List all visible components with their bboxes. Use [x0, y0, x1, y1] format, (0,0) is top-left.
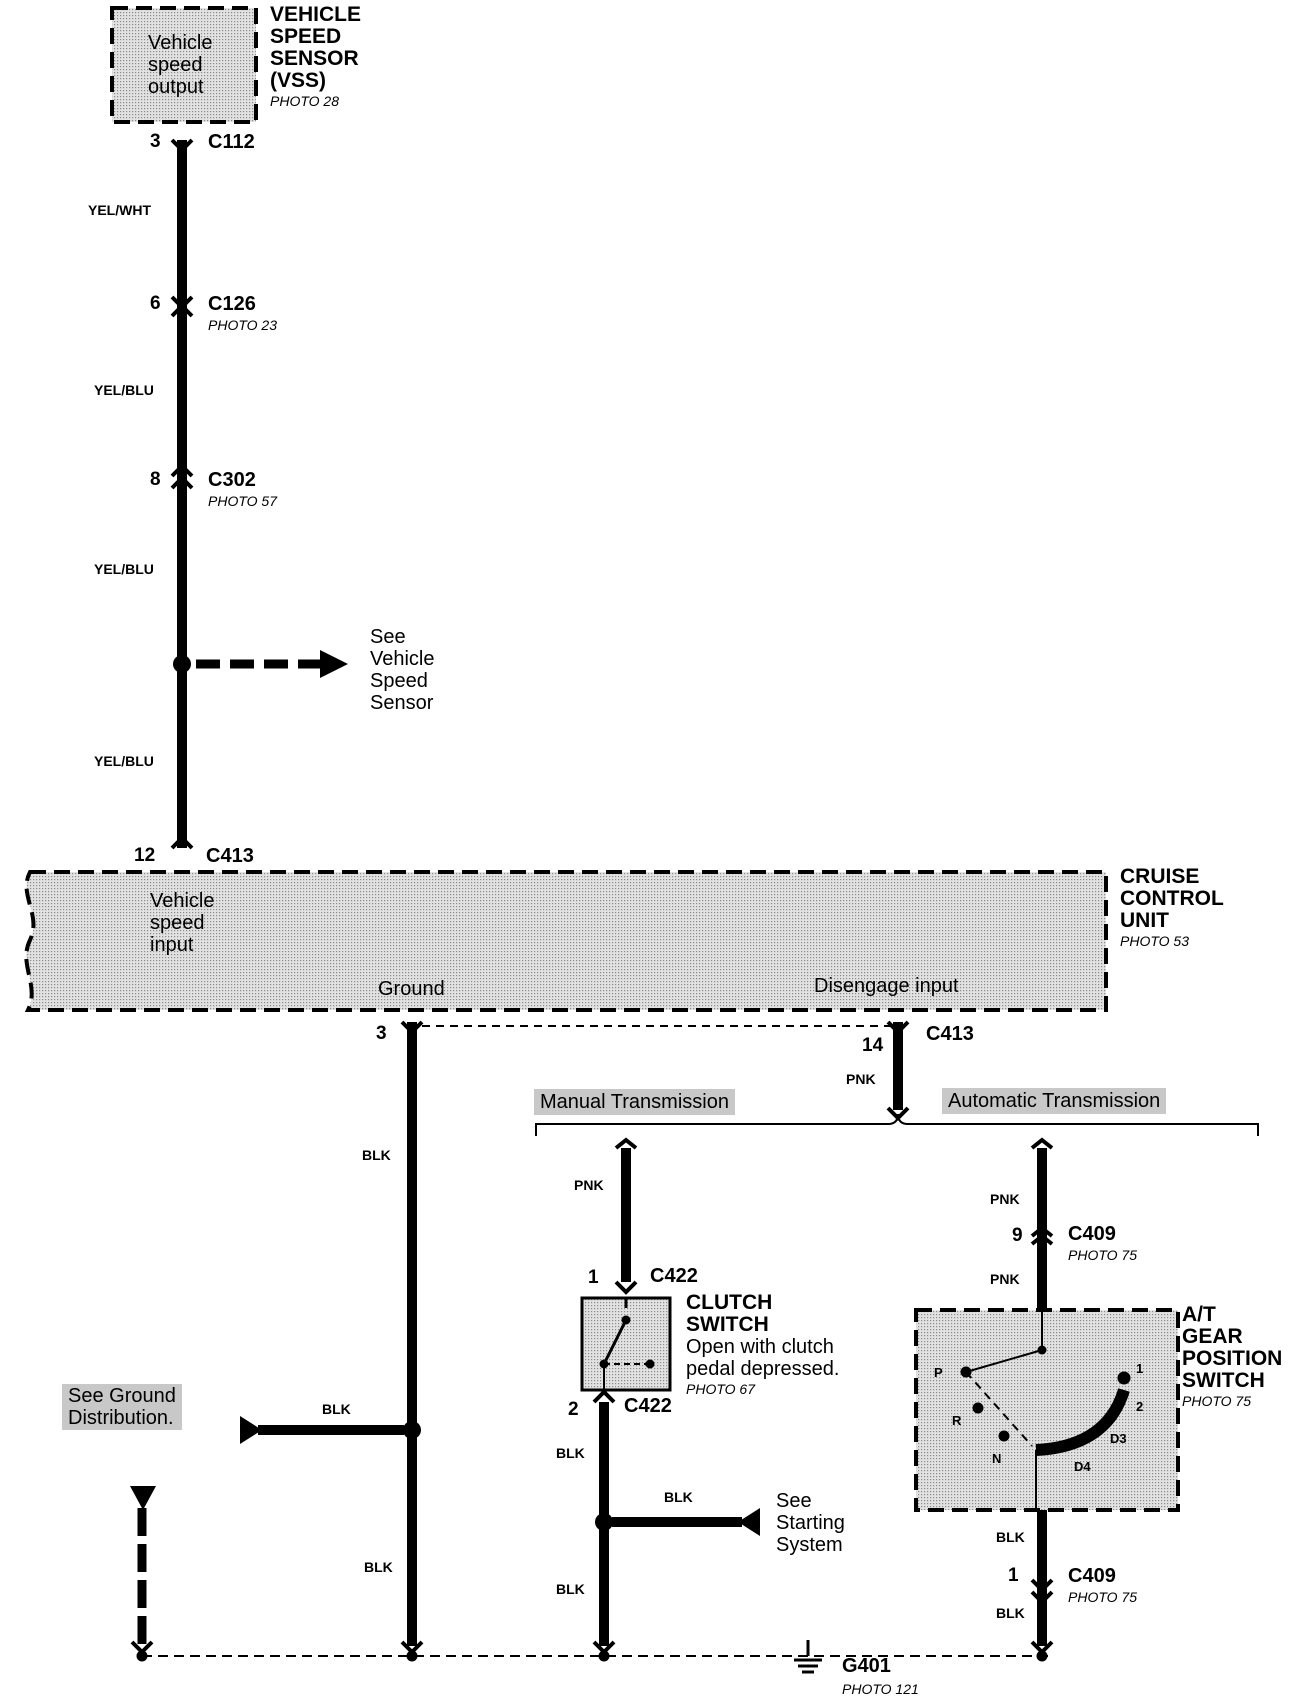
vss-box — [110, 6, 258, 124]
ground-pin: 3 — [376, 1023, 387, 1044]
c409-bottom-label: C409 — [1068, 1565, 1116, 1587]
g401-photo-ref: PHOTO 121 — [842, 1681, 919, 1697]
clutch-switch-box — [580, 1296, 672, 1392]
see-starting-system: See Starting System — [776, 1490, 845, 1556]
c422-top-pin: 1 — [588, 1267, 599, 1288]
at-position-d4: D4 — [1074, 1459, 1091, 1474]
c126-label: C126 — [208, 293, 256, 315]
wire-yel-blu-1: YEL/BLU — [94, 382, 154, 398]
clutch-switch-title: CLUTCH SWITCH — [686, 1291, 773, 1336]
wire-blk-ground-3: BLK — [364, 1559, 393, 1575]
c422-top-label: C422 — [650, 1265, 698, 1287]
wire-yel-blu-3: YEL/BLU — [94, 753, 154, 769]
c413-bottom-pin: 14 — [862, 1035, 884, 1056]
c409-top-photo-ref: PHOTO 75 — [1068, 1247, 1137, 1263]
see-ground-arrowhead — [240, 1416, 262, 1444]
at-position-r: R — [952, 1413, 962, 1428]
wire-blk-at-2: BLK — [996, 1605, 1025, 1621]
at-position-1: 1 — [1136, 1361, 1144, 1376]
wire-blk-ground-2: BLK — [322, 1401, 351, 1417]
automatic-transmission-label: Automatic Transmission — [942, 1088, 1167, 1114]
c422-bottom-pin: 2 — [568, 1399, 579, 1420]
cruise-control-box — [24, 870, 1108, 1012]
c302-label: C302 — [208, 469, 256, 491]
wire-yel-blu-2: YEL/BLU — [94, 561, 154, 577]
see-ground-distribution: See Ground Distribution. — [62, 1384, 182, 1430]
vss-splice — [173, 655, 191, 673]
cruise-ground-label: Ground — [378, 978, 445, 1000]
see-vss-reference: See Vehicle Speed Sensor — [370, 626, 435, 714]
at-switch-box — [914, 1308, 1180, 1512]
clutch-switch-symbol — [599, 1298, 655, 1390]
c413-bottom-label: C413 — [926, 1023, 974, 1045]
wire-yel-wht: YEL/WHT — [88, 202, 151, 218]
c409-top-pin: 9 — [1012, 1225, 1023, 1246]
vss-title: VEHICLE SPEED SENSOR (VSS) — [270, 3, 362, 92]
ground-symbol — [794, 1640, 822, 1674]
vss-photo-ref: PHOTO 28 — [270, 93, 339, 109]
wire-blk-ground-1: BLK — [362, 1147, 391, 1163]
see-vss-arrowhead — [320, 650, 348, 678]
c302-photo-ref: PHOTO 57 — [208, 493, 277, 509]
at-switch-symbol — [960, 1310, 1131, 1510]
wire-blk-at-1: BLK — [996, 1529, 1025, 1545]
at-position-p: P — [934, 1365, 943, 1380]
c126-photo-ref: PHOTO 23 — [208, 317, 277, 333]
wire-pnk-manual: PNK — [574, 1177, 604, 1193]
c413-top-pin: 12 — [134, 845, 156, 866]
clutch-splice — [595, 1513, 613, 1531]
at-position-d3: D3 — [1110, 1431, 1127, 1446]
vss-signal-wire — [170, 138, 194, 850]
see-starting-arrowhead — [738, 1508, 760, 1536]
wire-blk-clutch-1: BLK — [556, 1445, 585, 1461]
clutch-photo-ref: PHOTO 67 — [686, 1381, 755, 1397]
c112-label: C112 — [208, 131, 255, 153]
wire-pnk-auto-1: PNK — [990, 1191, 1020, 1207]
c126-pin: 6 — [150, 293, 161, 314]
manual-transmission-label: Manual Transmission — [534, 1089, 735, 1115]
c409-bottom-photo-ref: PHOTO 75 — [1068, 1589, 1137, 1605]
c112-pin: 3 — [150, 131, 161, 152]
vss-output-label: Vehicle speed output — [148, 32, 213, 98]
at-position-n: N — [992, 1451, 1002, 1466]
ground-splice — [403, 1421, 421, 1439]
g401-label: G401 — [842, 1655, 891, 1677]
cruise-disengage-label: Disengage input — [814, 975, 959, 997]
cruise-photo-ref: PHOTO 53 — [1120, 933, 1189, 949]
ground-tie-points — [130, 1640, 1054, 1662]
wire-blk-clutch-2: BLK — [556, 1581, 585, 1597]
at-position-2: 2 — [1136, 1399, 1144, 1414]
c422-bottom-label: C422 — [624, 1395, 672, 1417]
wire-pnk-auto-2: PNK — [990, 1271, 1020, 1287]
at-switch-photo-ref: PHOTO 75 — [1182, 1393, 1251, 1409]
clutch-switch-desc: Open with clutch pedal depressed. — [686, 1336, 840, 1380]
transmission-bracket — [535, 1113, 1259, 1136]
at-switch-title: A/T GEAR POSITION SWITCH — [1182, 1303, 1283, 1392]
wire-pnk-disengage: PNK — [846, 1071, 876, 1087]
c409-top-label: C409 — [1068, 1223, 1116, 1245]
c413-top-label: C413 — [206, 845, 254, 867]
wire-blk-starting: BLK — [664, 1489, 693, 1505]
c409-bottom-pin: 1 — [1008, 1565, 1019, 1586]
cruise-title: CRUISE CONTROL UNIT — [1120, 865, 1224, 932]
cruise-speed-input-label: Vehicle speed input — [150, 890, 215, 956]
c302-pin: 8 — [150, 469, 161, 490]
shield-drain-arrowhead — [130, 1486, 156, 1510]
